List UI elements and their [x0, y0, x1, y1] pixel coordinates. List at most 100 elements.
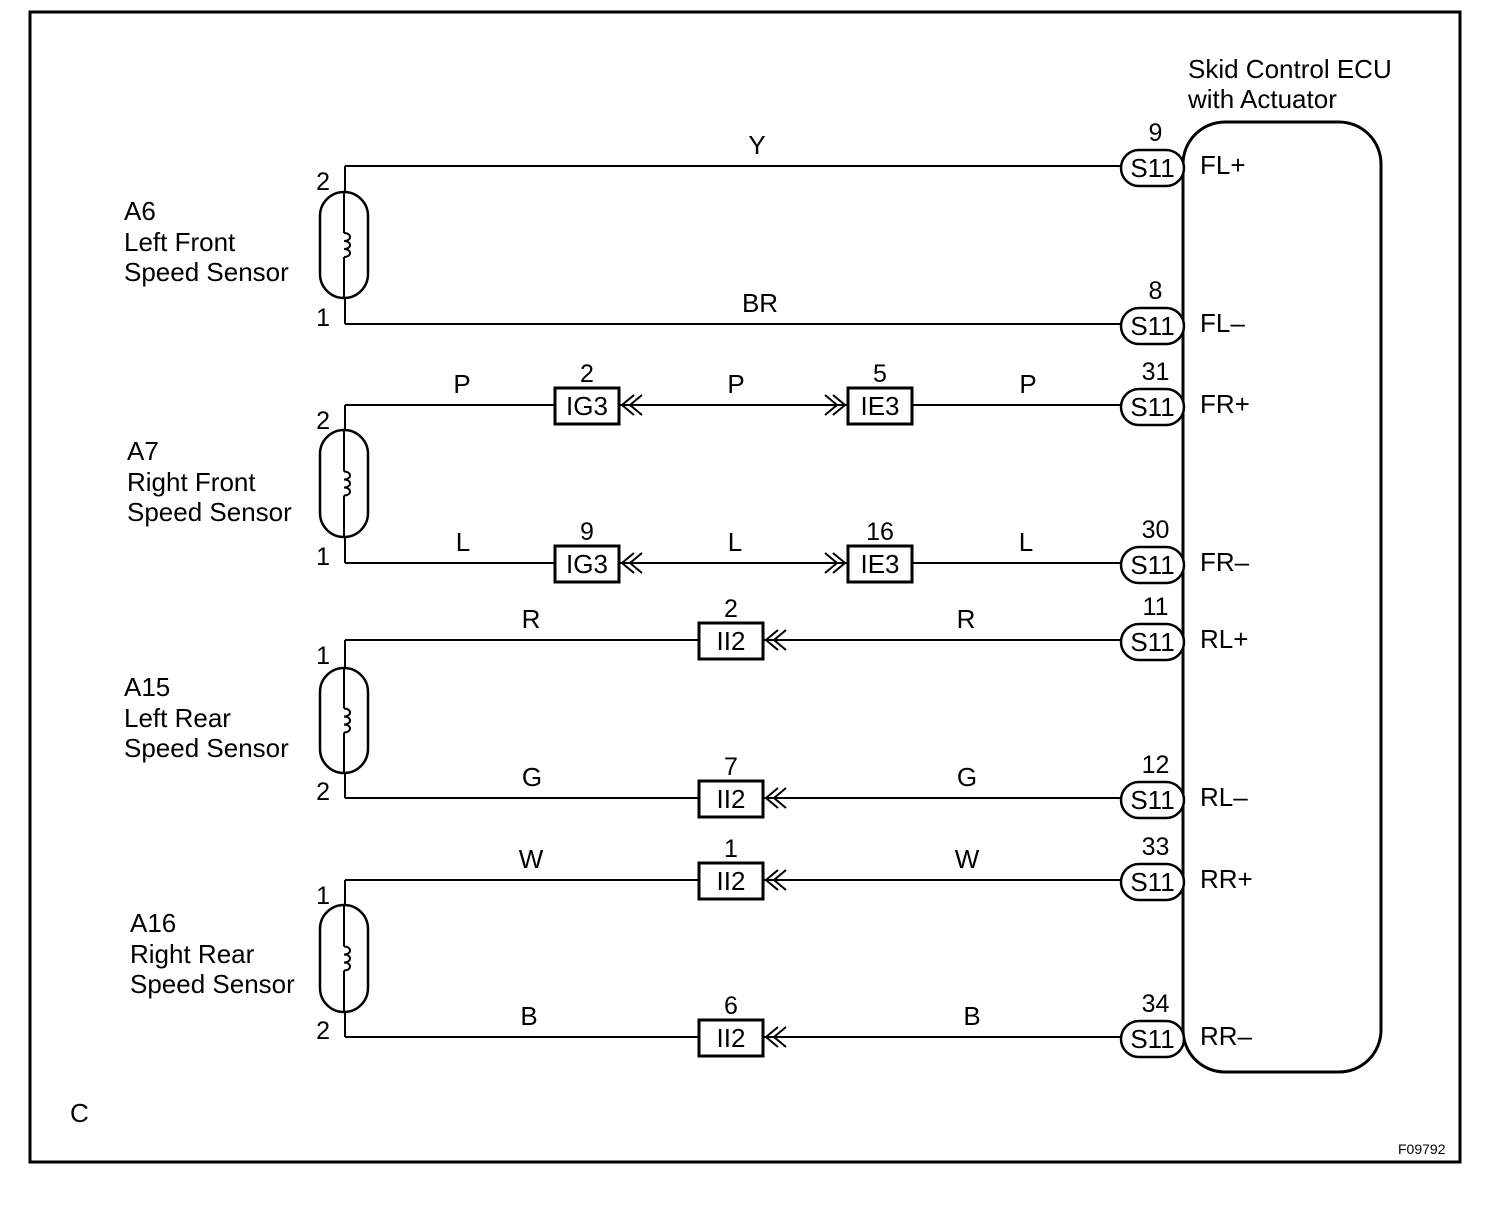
- ecu-pin-number: 8: [1149, 277, 1163, 305]
- connector-mark: [824, 394, 847, 416]
- ecu-connector-s11: [1119, 148, 1186, 188]
- connector-pin: 5: [873, 360, 887, 388]
- ecu-title-line2: with Actuator: [1187, 84, 1337, 114]
- connector-pin: 2: [580, 360, 594, 388]
- ecu-connector-label: S11: [1130, 311, 1174, 341]
- ecu-pin-number: 30: [1142, 516, 1170, 544]
- coil-icon: [343, 232, 351, 258]
- sensor-name-line2: Speed Sensor: [124, 733, 289, 763]
- wire-color-label: B: [963, 1001, 980, 1031]
- coil-icon: [343, 707, 351, 734]
- ecu-pin-number: 31: [1142, 358, 1170, 386]
- connector-mark: [764, 787, 787, 809]
- sensor-pin-top: 1: [316, 882, 330, 910]
- sensor-name-line1: Left Rear: [124, 703, 231, 733]
- wire-color-label: BR: [742, 288, 778, 318]
- sensor-code: A7: [127, 436, 159, 466]
- sensor-name-line1: Right Front: [127, 467, 256, 497]
- ecu-terminal-label: FL–: [1200, 308, 1245, 338]
- connector-box-ii2: [697, 621, 765, 661]
- ecu-terminal-label: FR+: [1200, 389, 1250, 419]
- sensor-pin-bottom: 1: [316, 304, 330, 332]
- ecu-pin-number: 11: [1143, 593, 1169, 621]
- sensor-pin-top: 2: [316, 168, 330, 196]
- connector-pin: 7: [724, 753, 738, 781]
- ecu-connector-s11: [1119, 622, 1186, 662]
- connector-box-ii2: [697, 779, 765, 819]
- ecu-connector-s11: [1119, 780, 1186, 820]
- connector-id: IG3: [566, 549, 608, 579]
- wire-color-label: L: [456, 527, 470, 557]
- wire-color-label: P: [727, 369, 744, 399]
- diagram-frame: [28, 10, 1462, 1164]
- ecu-terminal-label: RR+: [1200, 864, 1253, 894]
- wire-color-label: W: [519, 844, 544, 874]
- ecu-connector-s11: [1119, 862, 1186, 902]
- connector-mark: [764, 1026, 787, 1048]
- connector-id: II2: [717, 866, 746, 896]
- connector-box-ii2: [697, 1018, 765, 1058]
- ecu-pin-number: 33: [1142, 833, 1170, 861]
- wire-color-label: B: [520, 1001, 537, 1031]
- sensor-pin-bottom: 2: [316, 778, 330, 806]
- ecu-pin-number: 9: [1149, 119, 1163, 147]
- ecu-connector-s11: [1119, 545, 1186, 585]
- figure-id: F09792: [1398, 1141, 1446, 1157]
- connector-pin: 2: [724, 595, 738, 623]
- connector-pin: 9: [580, 518, 594, 546]
- connector-id: II2: [717, 784, 746, 814]
- wire-color-label: R: [522, 604, 541, 634]
- sensor-name-line2: Speed Sensor: [127, 497, 292, 527]
- ecu-connector-s11: [1119, 1019, 1186, 1059]
- wire-color-label: L: [728, 527, 742, 557]
- sensor-name-line2: Speed Sensor: [130, 969, 295, 999]
- connector-mark: [620, 552, 643, 574]
- ecu-body: [1181, 120, 1383, 1074]
- ecu-terminal-label: RL+: [1200, 624, 1248, 654]
- wire-2: BR S11 8FL–: [345, 277, 1245, 346]
- wire-color-label: G: [957, 762, 977, 792]
- sensor-pin-top: 1: [316, 642, 330, 670]
- corner-letter: C: [70, 1098, 89, 1128]
- wire-color-label: G: [522, 762, 542, 792]
- sensor-name-line1: Right Rear: [130, 939, 255, 969]
- ecu-connector-label: S11: [1130, 1024, 1174, 1054]
- ecu-connector-s11: [1119, 306, 1186, 346]
- connector-box-ie3: [846, 386, 914, 426]
- wire-color-label: R: [957, 604, 976, 634]
- connector-pin: 6: [724, 992, 738, 1020]
- connector-mark: [764, 869, 787, 891]
- ecu-connector-label: S11: [1130, 550, 1174, 580]
- ecu-pin-number: 34: [1142, 990, 1170, 1018]
- ecu-connector-label: S11: [1130, 627, 1174, 657]
- ecu-connector-label: S11: [1130, 392, 1174, 422]
- connector-id: II2: [717, 626, 746, 656]
- sensor-name-line2: Speed Sensor: [124, 257, 289, 287]
- connector-id: IG3: [566, 391, 608, 421]
- coil-icon: [343, 945, 351, 972]
- wire-color-label: W: [955, 844, 980, 874]
- connector-pin: 16: [866, 518, 894, 546]
- connector-mark: [764, 629, 787, 651]
- ecu-pin-number: 12: [1142, 751, 1170, 779]
- coil-icon: [343, 470, 351, 497]
- ecu-terminal-label: FL+: [1200, 150, 1246, 180]
- connector-box-ig3: [553, 544, 621, 584]
- connector-box-ii2: [697, 861, 765, 901]
- sensor-code: A15: [124, 672, 170, 702]
- ecu-terminal-label: RL–: [1200, 782, 1248, 812]
- connector-mark: [824, 552, 847, 574]
- ecu-connector-label: S11: [1130, 785, 1174, 815]
